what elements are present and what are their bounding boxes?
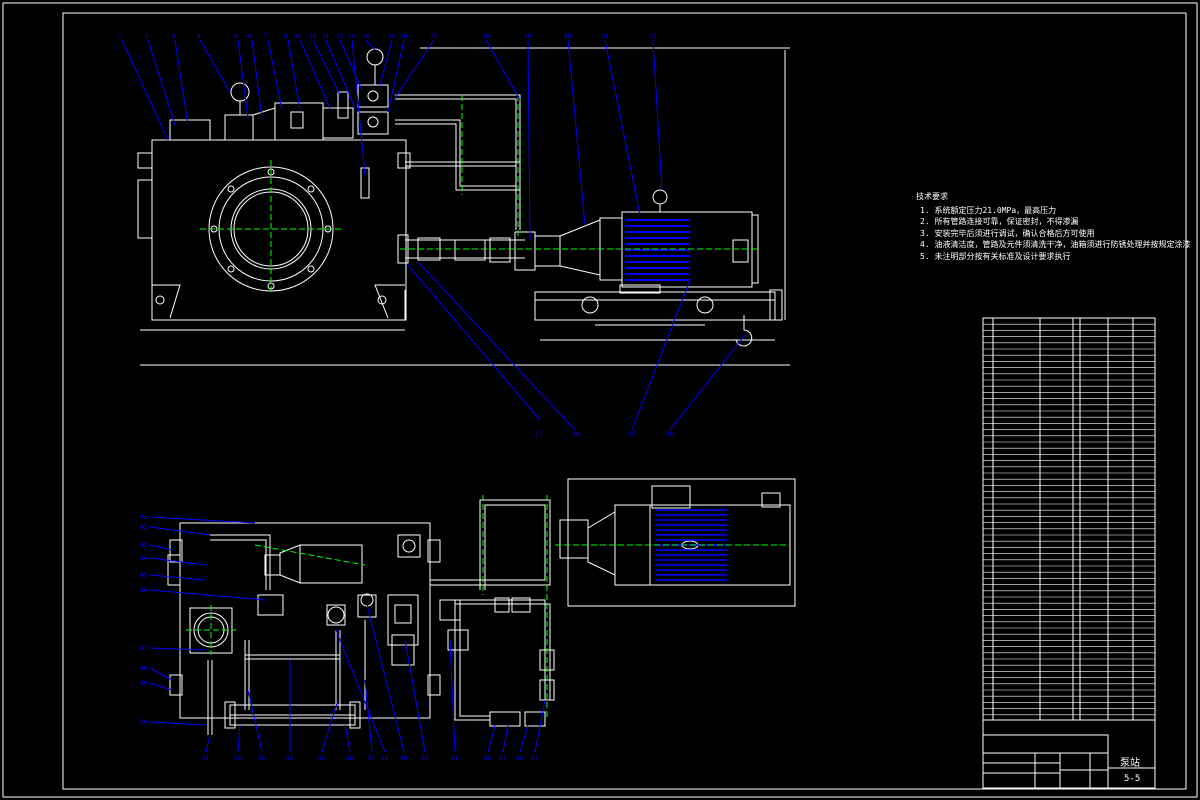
svg-text:41: 41 [140, 514, 148, 521]
svg-text:52: 52 [234, 755, 242, 762]
balloons-top: 41 42 43 44 45 46 47 48 49 50 51 52 53 54 55 56 57… [140, 514, 539, 762]
technical-requirements-heading: 技术要求 [916, 192, 948, 201]
svg-text:56: 56 [346, 755, 354, 762]
svg-text:62: 62 [484, 755, 492, 762]
svg-text:43: 43 [140, 542, 148, 549]
svg-text:17: 17 [430, 33, 438, 40]
svg-text:24: 24 [572, 431, 580, 438]
svg-text:50: 50 [140, 719, 148, 726]
drawing-name: 泵站 [1120, 758, 1140, 769]
center-lines-front [200, 95, 760, 295]
parts-list [982, 317, 1156, 721]
svg-text:4: 4 [197, 33, 201, 40]
svg-text:47: 47 [140, 645, 148, 652]
svg-text:25: 25 [628, 431, 636, 438]
parts-list-rows [983, 317, 1155, 716]
svg-text:51: 51 [202, 755, 210, 762]
svg-text:60: 60 [421, 755, 429, 762]
svg-text:64: 64 [516, 755, 524, 762]
svg-text:55: 55 [318, 755, 326, 762]
svg-text:65: 65 [531, 755, 539, 762]
svg-text:21: 21 [601, 33, 609, 40]
svg-text:6: 6 [248, 33, 252, 40]
front-view [137, 47, 790, 366]
requirement-item-1: 1. 系统额定压力21.0MPa，最高压力 [920, 205, 1057, 215]
requirement-item-2: 2. 所有管路连接可靠，保证密封，不得渗漏 [920, 217, 1079, 226]
leaders-front [121, 39, 746, 431]
svg-text:44: 44 [140, 555, 148, 562]
motor-fins-top [655, 509, 728, 581]
svg-text:23: 23 [535, 431, 543, 438]
svg-text:46: 46 [140, 587, 148, 594]
svg-text:19: 19 [524, 33, 532, 40]
svg-text:11: 11 [322, 33, 330, 40]
svg-text:61: 61 [451, 755, 459, 762]
svg-text:10: 10 [309, 33, 317, 40]
requirement-item-3: 3. 安装完毕后须进行调试，确认合格后方可使用 [920, 228, 1095, 238]
svg-text:54: 54 [286, 755, 294, 762]
svg-text:26: 26 [666, 431, 674, 438]
leaders-top [149, 516, 546, 753]
title-block [982, 719, 1156, 789]
svg-text:9: 9 [296, 33, 300, 40]
svg-text:20: 20 [564, 33, 572, 40]
svg-text:16: 16 [400, 33, 408, 40]
svg-text:13: 13 [348, 33, 356, 40]
svg-text:18: 18 [482, 33, 490, 40]
top-view [167, 478, 796, 735]
requirement-item-4: 4. 油液清洁度，管路及元件须清洗干净，油箱须进行防锈处理并按规定涂漆 [920, 240, 1191, 249]
motor-fins-front [625, 219, 690, 281]
svg-text:42: 42 [140, 524, 148, 531]
svg-text:1: 1 [118, 33, 122, 40]
drawing-code: 5-5 [1124, 774, 1141, 784]
svg-text:63: 63 [499, 755, 507, 762]
technical-requirements: 技术要求 1. 系统额定压力21.0MPa，最高压力 2. 所有管路连接可靠，保… [916, 191, 1190, 262]
svg-text:12: 12 [336, 33, 344, 40]
svg-text:49: 49 [140, 680, 148, 687]
svg-text:2: 2 [145, 33, 149, 40]
svg-text:14: 14 [362, 33, 370, 40]
svg-text:45: 45 [140, 572, 148, 579]
svg-text:48: 48 [140, 665, 148, 672]
svg-text:58: 58 [381, 755, 389, 762]
svg-text:22: 22 [649, 33, 657, 40]
svg-text:8: 8 [284, 33, 288, 40]
inner-border [62, 12, 1187, 790]
svg-text:7: 7 [264, 33, 268, 40]
svg-text:57: 57 [368, 755, 376, 762]
requirement-item-5: 5. 未注明部分按有关标准及设计要求执行 [920, 251, 1071, 261]
svg-text:59: 59 [400, 755, 408, 762]
svg-text:53: 53 [258, 755, 266, 762]
svg-text:5: 5 [234, 33, 238, 40]
center-lines-top [186, 495, 790, 720]
svg-text:15: 15 [388, 33, 396, 40]
svg-text:3: 3 [172, 33, 176, 40]
